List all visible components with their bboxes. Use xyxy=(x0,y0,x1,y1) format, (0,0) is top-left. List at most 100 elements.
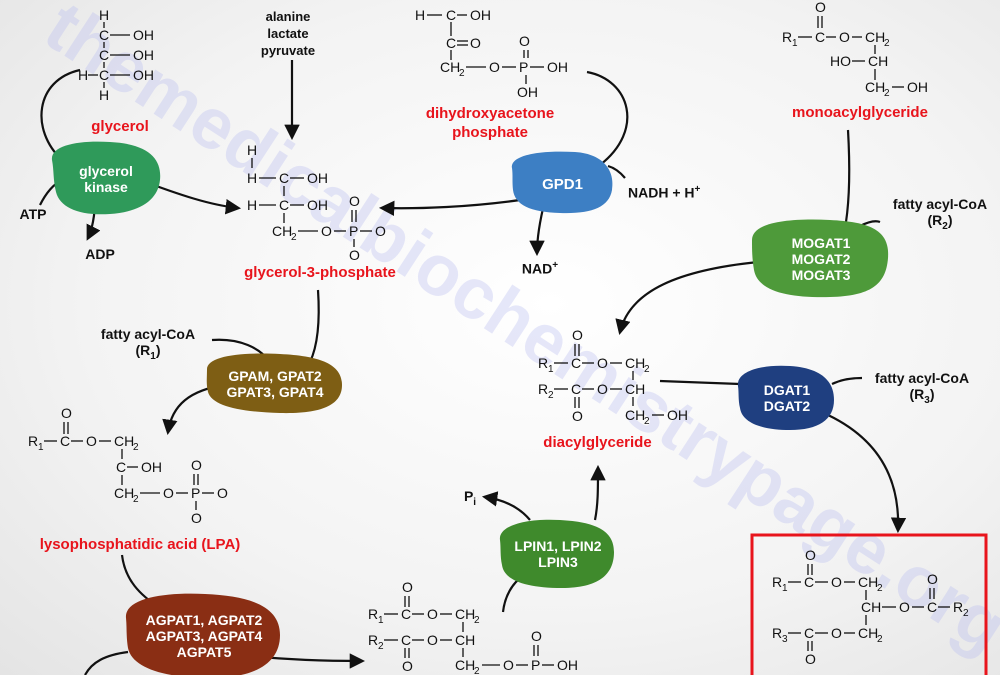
lpin-line2: LPIN3 xyxy=(538,554,578,570)
nadh-label: NADH + H+ xyxy=(628,182,718,201)
dhap-label: dihydroxyacetone phosphate xyxy=(405,104,575,142)
svg-text:O: O xyxy=(839,29,850,45)
gpat-label: GPAM, GPAT2 GPAT3, GPAT4 xyxy=(210,358,340,410)
svg-text:C: C xyxy=(804,625,814,641)
svg-text:C: C xyxy=(446,35,456,51)
svg-text:O: O xyxy=(427,632,438,648)
mogat-line2: MOGAT2 xyxy=(791,251,851,267)
svg-text:C: C xyxy=(99,47,109,63)
svg-text:C: C xyxy=(279,197,289,213)
svg-text:O: O xyxy=(402,579,413,595)
precursor-list: alanine lactate pyruvate xyxy=(248,8,328,59)
svg-text:R: R xyxy=(953,599,963,615)
facoa-r2-idx: 2 xyxy=(942,220,948,232)
glycerol-kinase-line1: glycerol xyxy=(79,163,133,179)
svg-text:C: C xyxy=(571,381,581,397)
gpat-line1: GPAM, GPAT2 xyxy=(228,368,322,384)
svg-text:CH: CH xyxy=(625,381,645,397)
svg-text:1: 1 xyxy=(378,615,384,626)
svg-text:O: O xyxy=(402,658,413,674)
svg-text:O: O xyxy=(831,625,842,641)
svg-text:C: C xyxy=(116,459,126,475)
svg-text:R: R xyxy=(772,574,782,590)
svg-text:O: O xyxy=(572,408,583,424)
dhap-structure: H C OH C O CH 2 O P O OH OH xyxy=(415,7,568,100)
svg-text:C: C xyxy=(804,574,814,590)
svg-text:OH: OH xyxy=(133,47,154,63)
svg-text:O: O xyxy=(805,547,816,563)
svg-text:2: 2 xyxy=(644,416,650,427)
svg-text:O: O xyxy=(191,457,202,473)
agpat-line2: AGPAT3, AGPAT4 xyxy=(145,628,263,644)
agpat-line1: AGPAT1, AGPAT2 xyxy=(145,612,263,628)
svg-text:O: O xyxy=(321,223,332,239)
svg-text:OH: OH xyxy=(517,84,538,100)
svg-text:C: C xyxy=(60,433,70,449)
svg-text:CH: CH xyxy=(858,574,878,590)
svg-text:CH: CH xyxy=(865,29,885,45)
svg-text:1: 1 xyxy=(782,583,788,594)
svg-text:H: H xyxy=(78,67,88,83)
svg-text:2: 2 xyxy=(459,68,465,79)
svg-text:CH: CH xyxy=(865,79,885,95)
dgat-line1: DGAT1 xyxy=(763,382,811,398)
dhap-label-line1: dihydroxyacetone xyxy=(425,105,555,122)
facoa-r1-r: (R xyxy=(135,342,151,358)
dgat-label: DGAT1 DGAT2 xyxy=(742,370,832,426)
svg-text:OH: OH xyxy=(133,27,154,43)
facoa-r2-r: (R xyxy=(927,212,943,228)
svg-text:OH: OH xyxy=(307,197,328,213)
svg-text:O: O xyxy=(597,381,608,397)
gpd1-label: GPD1 xyxy=(515,160,610,210)
svg-text:2: 2 xyxy=(884,38,890,49)
tag-product-box xyxy=(750,533,988,675)
svg-text:2: 2 xyxy=(133,442,139,453)
svg-text:R: R xyxy=(368,606,378,622)
svg-text:O: O xyxy=(349,247,360,263)
svg-text:OH: OH xyxy=(907,79,928,95)
svg-text:C: C xyxy=(815,29,825,45)
pi-sub: i xyxy=(473,496,477,508)
svg-text:P: P xyxy=(191,485,200,501)
svg-text:1: 1 xyxy=(548,364,554,375)
svg-text:H: H xyxy=(247,197,257,213)
dgat-line2: DGAT2 xyxy=(763,398,811,414)
svg-text:2: 2 xyxy=(644,364,650,375)
svg-text:OH: OH xyxy=(307,170,328,186)
svg-text:H: H xyxy=(247,170,257,186)
facoa-r3-label: fatty acyl-CoA (R3) xyxy=(862,370,982,409)
facoa-r2-text: fatty acyl-CoA xyxy=(892,196,988,212)
diacylglyceride-label: diacylglyceride xyxy=(543,434,652,451)
svg-text:O: O xyxy=(519,33,530,49)
svg-text:CH: CH xyxy=(440,59,460,75)
facoa-r3-group: (R3) xyxy=(909,386,935,406)
svg-text:CH: CH xyxy=(861,599,881,615)
facoa-r2-group: (R2) xyxy=(927,212,953,232)
facoa-r1-idx: 1 xyxy=(150,350,156,362)
svg-text:OH: OH xyxy=(470,7,491,23)
svg-text:P: P xyxy=(519,59,528,75)
svg-text:R: R xyxy=(772,625,782,641)
adp-label: ADP xyxy=(85,246,115,262)
facoa-r3-idx: 3 xyxy=(924,394,930,406)
facoa-r3-text: fatty acyl-CoA xyxy=(874,370,970,386)
svg-text:R: R xyxy=(538,355,548,371)
svg-text:O: O xyxy=(375,223,386,239)
svg-text:H: H xyxy=(247,142,257,158)
svg-text:C: C xyxy=(99,27,109,43)
glycerol-label: glycerol xyxy=(91,118,149,135)
nadh-text: NADH + H xyxy=(628,184,695,201)
svg-text:C: C xyxy=(279,170,289,186)
tag-structure: O R 1 C O CH 2 CH O C O R 2 R 3 C O CH 2 xyxy=(772,547,969,667)
svg-text:O: O xyxy=(191,510,202,526)
svg-text:O: O xyxy=(503,657,514,673)
svg-text:CH: CH xyxy=(455,606,475,622)
svg-text:1: 1 xyxy=(792,38,798,49)
svg-text:R: R xyxy=(538,381,548,397)
svg-text:O: O xyxy=(831,574,842,590)
atp-label: ATP xyxy=(19,206,47,222)
svg-text:O: O xyxy=(86,433,97,449)
precursor-alanine: alanine xyxy=(265,9,311,24)
svg-text:R: R xyxy=(782,29,792,45)
